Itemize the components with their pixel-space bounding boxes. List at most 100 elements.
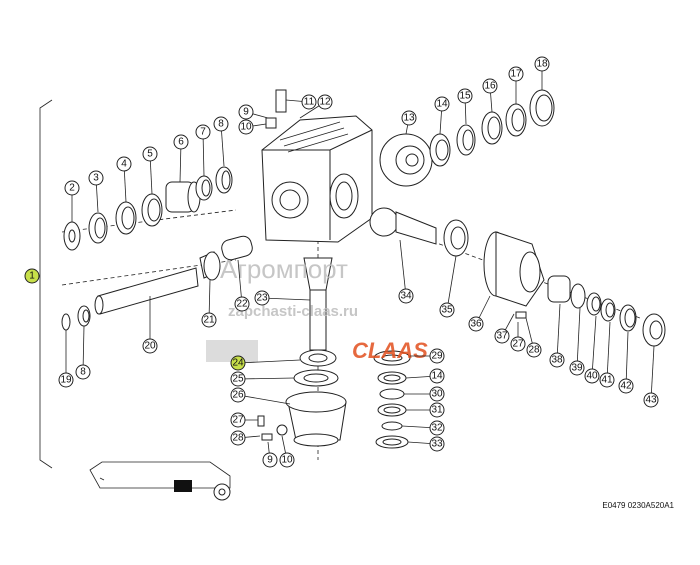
callout-10: 10 [238, 119, 254, 135]
callout-number: 20 [144, 341, 156, 352]
callout-leader [399, 239, 407, 297]
callout-6: 6 [173, 134, 189, 150]
callout-number: 17 [510, 69, 522, 80]
callout-number: 42 [620, 381, 632, 392]
input-shaft [61, 235, 253, 331]
callout-leader [82, 325, 85, 373]
callout-24: 24 [230, 355, 246, 371]
callout-number: 31 [431, 405, 443, 416]
callout-10: 10 [279, 452, 295, 468]
callout-number: 16 [484, 81, 496, 92]
callout-circle [234, 296, 250, 312]
callout-circle [58, 372, 74, 388]
callout-circle [534, 56, 550, 72]
callout-1: 1 [24, 268, 40, 284]
callout-circle [238, 119, 254, 135]
callout-circle [482, 78, 498, 94]
callout-circle [599, 372, 615, 388]
callout-7: 7 [195, 124, 211, 140]
callout-circle [584, 368, 600, 384]
callout-number: 9 [243, 107, 249, 118]
callout-number: 33 [431, 439, 443, 450]
callout-22: 22 [234, 296, 250, 312]
callout-circle [398, 288, 414, 304]
callout-number: 3 [93, 173, 99, 184]
callout-circle [64, 180, 80, 196]
callout-43: 43 [643, 392, 659, 408]
callout-circle [173, 134, 189, 150]
callout-18: 18 [534, 56, 550, 72]
callout-circle [142, 338, 158, 354]
machine-thumbnail-highlight [174, 480, 192, 492]
callout-circle [494, 328, 510, 344]
callout-circle [24, 268, 40, 284]
callout-number: 36 [470, 319, 482, 330]
callout-34: 34 [398, 288, 414, 304]
callout-circle [230, 355, 246, 371]
callout-number: 32 [431, 423, 443, 434]
callout-39: 39 [569, 360, 585, 376]
callout-30: 30 [429, 386, 445, 402]
callout-circle [88, 170, 104, 186]
callout-number: 41 [601, 375, 613, 386]
callout-number: 10 [281, 455, 293, 466]
right-ring-stack [429, 89, 555, 167]
callout-14: 14 [434, 96, 450, 112]
callout-circle [75, 364, 91, 380]
callout-circle [238, 104, 254, 120]
callout-number: 39 [571, 363, 583, 374]
callout-number: 1 [29, 271, 35, 282]
callout-number: 27 [512, 339, 524, 350]
callout-circle [429, 402, 445, 418]
callout-circle [526, 342, 542, 358]
callout-circle [439, 302, 455, 318]
callout-number: 27 [232, 415, 244, 426]
callout-leader [625, 331, 629, 387]
callout-27: 27 [230, 412, 246, 428]
vertical-shaft [285, 257, 347, 447]
callout-11: 11 [301, 94, 317, 110]
callout-number: 15 [459, 91, 471, 102]
left-ring-stack [63, 166, 233, 251]
bevel-gear [379, 133, 433, 187]
callout-23: 23 [254, 290, 270, 306]
watermark-bar [206, 340, 258, 362]
callout-41: 41 [599, 372, 615, 388]
callout-number: 38 [551, 355, 563, 366]
callout-circle [549, 352, 565, 368]
callout-4: 4 [116, 156, 132, 172]
callout-number: 12 [319, 97, 331, 108]
callout-number: 34 [400, 291, 412, 302]
callout-number: 21 [203, 315, 215, 326]
callout-number: 4 [121, 159, 127, 170]
callout-number: 8 [218, 119, 224, 130]
callout-number: 5 [147, 149, 153, 160]
callout-5: 5 [142, 146, 158, 162]
callout-number: 24 [232, 358, 244, 369]
callout-42: 42 [618, 378, 634, 394]
callout-number: 19 [60, 375, 72, 386]
callout-circle [301, 94, 317, 110]
callout-circle [468, 316, 484, 332]
callout-32: 32 [429, 420, 445, 436]
callout-circle [429, 348, 445, 364]
callout-number: 22 [236, 299, 248, 310]
callout-number: 35 [441, 305, 453, 316]
callout-9: 9 [238, 104, 254, 120]
callout-circle [230, 412, 246, 428]
callout-circle [429, 420, 445, 436]
callout-29: 29 [429, 348, 445, 364]
callout-circle [254, 290, 270, 306]
callout-leader [650, 345, 655, 401]
callout-circle [457, 88, 473, 104]
callout-circle [429, 368, 445, 384]
callout-number: 7 [200, 127, 206, 138]
callout-number: 9 [267, 455, 273, 466]
callout-number: 6 [178, 137, 184, 148]
axis-line [61, 259, 237, 286]
callout-13: 13 [401, 110, 417, 126]
callout-circle [230, 371, 246, 387]
callout-circle [510, 336, 526, 352]
